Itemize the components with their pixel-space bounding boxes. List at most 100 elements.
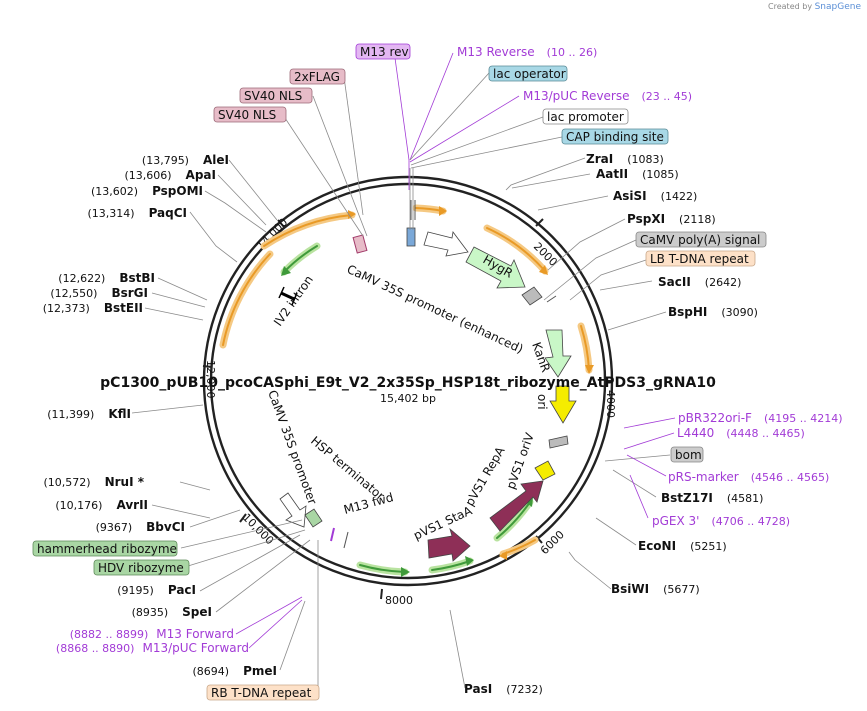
hsp-term-label: HSP terminator: [308, 434, 387, 504]
enzyme-pspxi: PspXI(2118): [627, 212, 716, 226]
pvs1-oriv-box: [534, 460, 556, 481]
enzyme-pasi: PasI(7232): [464, 682, 543, 696]
misc-mark-1: [343, 531, 349, 549]
sv40-nls-label-1: SV40 NLS: [244, 89, 302, 103]
hammerhead-label: hammerhead ribozyme: [37, 542, 177, 556]
enzyme-sacii: SacII(2642): [658, 275, 741, 289]
tick-label-12000: 12,000: [204, 360, 217, 399]
enzyme-bstbi: (12,622)BstBI: [58, 271, 155, 285]
enzyme-avrii: (10,176)AvrII: [55, 498, 148, 512]
camv-polya-label: CaMV poly(A) signal: [640, 233, 760, 247]
bom-label: bom: [675, 448, 702, 462]
lac-promoter-label: lac promoter: [547, 110, 624, 124]
enzyme-asisi: AsiSI(1422): [613, 189, 697, 203]
primer-m13-forward: (8882 .. 8899)M13 Forward: [70, 627, 234, 641]
orange-arrowhead: [499, 551, 507, 560]
enzyme-paci: (9195)PacI: [117, 583, 196, 597]
orange-arrowhead: [585, 365, 594, 374]
arc-orange-6-line: [263, 214, 353, 247]
bom-box: [548, 435, 569, 449]
pvs1-staa-label: pVS1 StaA: [411, 503, 475, 543]
snapgene-credit: Created by SnapGene: [768, 2, 861, 12]
kanr-arrow: [544, 329, 572, 378]
camv35s-enh-arrow: [423, 231, 469, 257]
flag-box: [289, 68, 346, 85]
credit-prefix: Created by: [768, 2, 813, 11]
orange-arrowheads: [348, 206, 594, 560]
cap-binding-box: [561, 128, 669, 145]
bom-label-box: [670, 446, 704, 463]
enzyme-pmei: (8694)PmeI: [193, 664, 277, 678]
green-arrowhead: [281, 266, 291, 276]
hammerhead-box: [32, 540, 178, 557]
sv40-nls-box-2: [213, 106, 287, 123]
hsp-term-box: [304, 508, 323, 528]
feature-label-boxes: M13 rev lac operator lac promoter CAP bi…: [32, 43, 767, 701]
enzyme-bsphi: BspHI(3090): [668, 305, 758, 319]
camv35s-arrow: [279, 492, 307, 528]
orange-arrowhead: [539, 265, 548, 275]
hdv-label: HDV ribozyme: [98, 561, 184, 575]
enzyme-aatii: AatII(1085): [596, 167, 679, 181]
camv-polya-box: [521, 286, 543, 306]
enzyme-zrai: ZraI(1083): [586, 152, 664, 166]
plasmid-length: 15,402 bp: [380, 392, 436, 405]
feature-arrows: [278, 200, 577, 562]
iv2-intron-cap2: [291, 292, 298, 306]
rb-tdna-box: [206, 684, 320, 701]
enzyme-paqci: (13,314)PaqCI: [87, 206, 187, 220]
enzyme-bsiwi: BsiWI(5677): [611, 582, 700, 596]
arc-orange-5-line: [222, 253, 271, 346]
enzyme-apai: (13,606)ApaI: [124, 168, 216, 182]
pvs1-repa-label: pVS1 RepA: [462, 444, 507, 509]
enzyme-bsteii: (12,373)BstEII: [43, 301, 143, 315]
ori-arrow: [549, 385, 577, 424]
tick-label-4000: 4000: [604, 390, 617, 418]
camv35s-label: CaMV 35S promoter: [265, 388, 319, 506]
enzyme-alei: (13,795)AleI: [142, 153, 229, 167]
iv2-intron-cap1: [278, 286, 285, 299]
lac-stack-box: [406, 227, 416, 247]
snapgene-logo-text: SnapGene: [814, 2, 861, 12]
plasmid-name: pC1300_pUB10_pcoCASphi_E9t_V2_2x35Sp_HSP…: [100, 375, 716, 391]
enzyme-bsrgi: (12,550)BsrGI: [50, 286, 148, 300]
primer-prs-marker: pRS-marker(4546 .. 4565): [668, 470, 829, 484]
iv2-intron-label: IV2 intron: [271, 273, 316, 329]
tick-label-8000: 8000: [385, 594, 413, 607]
kanr-label: KanR: [529, 340, 553, 374]
misc-mark-4: [546, 295, 557, 303]
sv40-nls-label-2: SV40 NLS: [218, 108, 276, 122]
lb-tdna-label: LB T-DNA repeat: [650, 252, 749, 266]
enzyme-bbvci: (9367)BbvCI: [96, 520, 185, 534]
primer-m13puc-reverse: M13/pUC Reverse(23 .. 45): [523, 89, 692, 103]
enzyme-kfli: (11,399)KflI: [47, 407, 131, 421]
primer-pgex3: pGEX 3'(4706 .. 4728): [652, 514, 790, 528]
arc-orange-2-line: [486, 227, 546, 272]
iv2-intron-mark: [280, 291, 295, 301]
m13fwd-mark: [330, 527, 335, 542]
green-arrowhead: [465, 556, 474, 566]
primer-l4440: L4440(4448 .. 4465): [677, 426, 805, 440]
primer-m13puc-forward: (8868 .. 8890)M13/pUC Forward: [56, 641, 249, 655]
primer-labels: M13 Reverse(10 .. 26) M13/pUC Reverse(23…: [56, 45, 843, 655]
m13rev-box: [355, 43, 411, 60]
enzyme-pspomi: (13,602)PspOMI: [91, 184, 203, 198]
enzyme-labels-right: ZraI(1083) AatII(1085) AsiSI(1422) PspXI…: [464, 152, 763, 696]
hygr-arrow: [465, 246, 526, 289]
rb-tdna-label: RB T-DNA repeat: [211, 686, 312, 700]
enzyme-econi: EcoNI(5251): [638, 539, 727, 553]
hdv-box: [93, 559, 190, 576]
tick-labels: 2000 4000 6000 8000 10,000 12,000 14,000: [204, 216, 617, 607]
primer-pbr322ori-f: pBR322ori-F(4195 .. 4214): [678, 411, 843, 425]
enzyme-labels-left: (8694)PmeI (8935)SpeI (9195)PacI (9367)B…: [43, 153, 277, 678]
enzyme-spei: (8935)SpeI: [132, 605, 212, 619]
m13rev-box-label: M13 rev: [360, 45, 409, 59]
lb-tdna-box: [645, 250, 756, 267]
orange-arrowhead: [439, 206, 447, 216]
ori-label: ori: [535, 394, 549, 410]
lac-operator-label: lac operator: [493, 67, 566, 81]
sv40-nls-box-1: [239, 87, 313, 104]
lac-operator-box: [488, 65, 568, 82]
tick-label-10000: 10,000: [240, 511, 276, 547]
